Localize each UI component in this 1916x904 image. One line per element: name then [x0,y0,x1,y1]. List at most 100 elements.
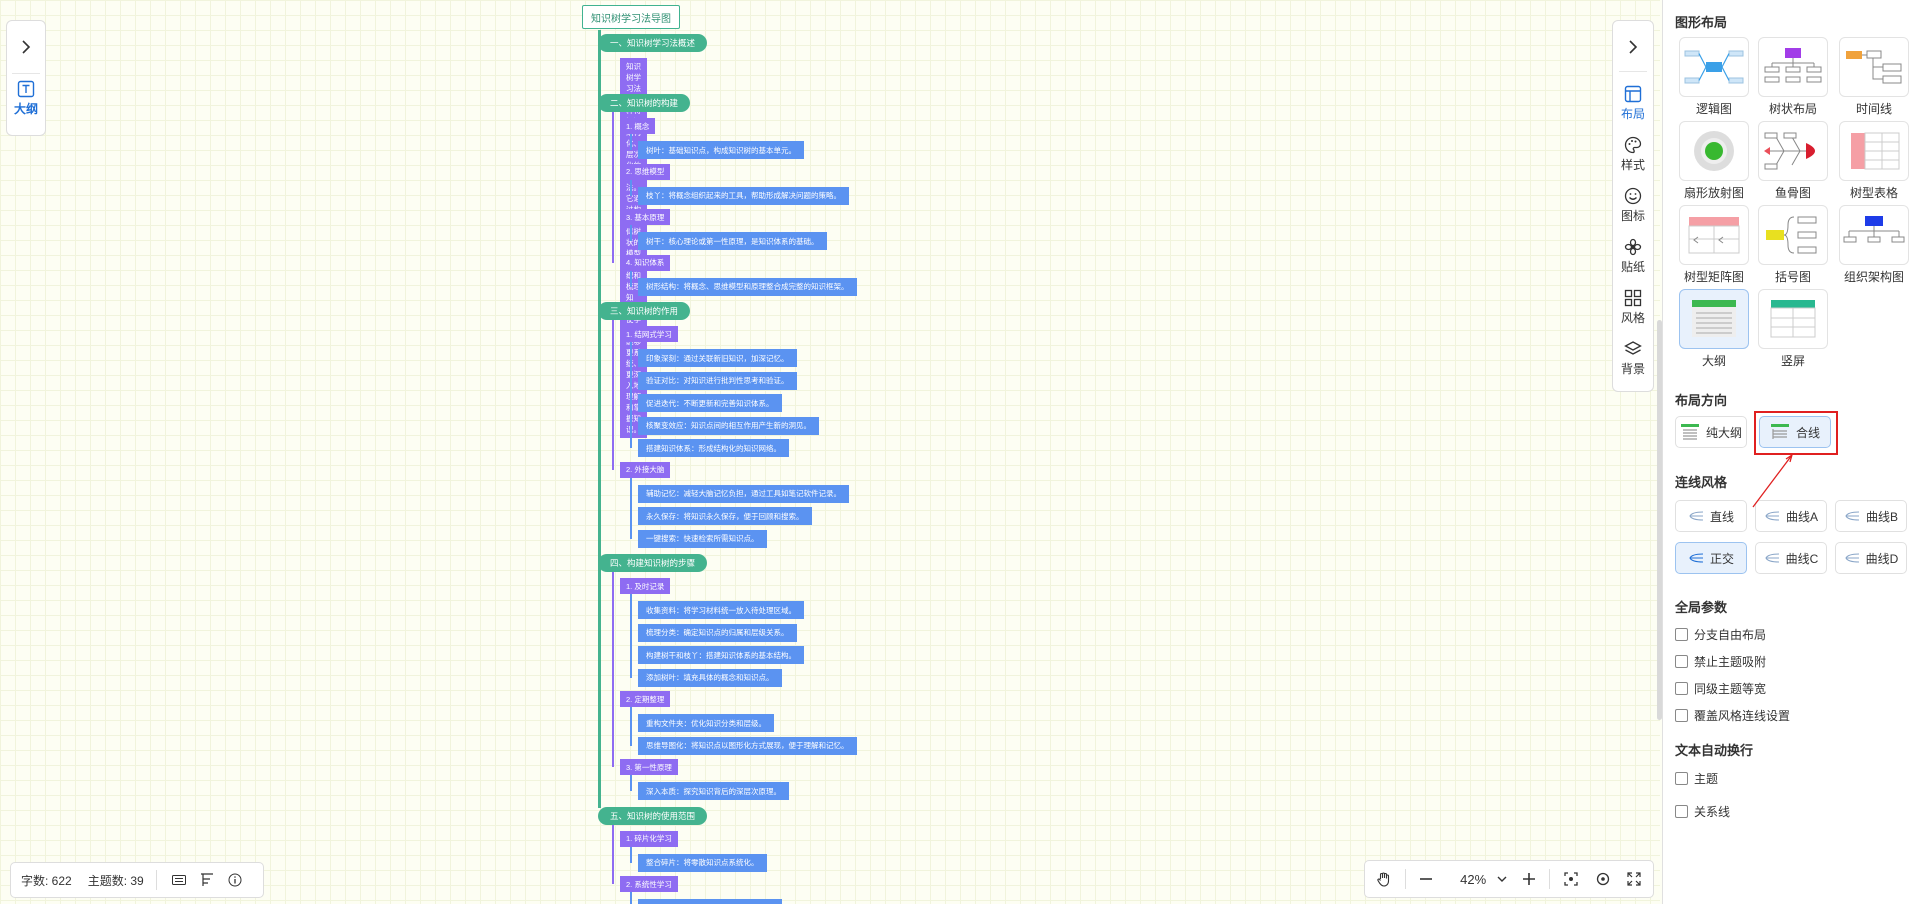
zoom-out-button[interactable] [1416,868,1438,890]
checkbox-wrap-topic[interactable]: 主题 [1675,770,1718,787]
section-topic[interactable]: 五、知识树的使用范围 [598,806,708,825]
leaf-topic[interactable]: 整合碎片：将零散知识点系统化。 [638,853,767,872]
keyboard-button[interactable] [169,870,189,890]
subtopic[interactable]: 2. 系统性学习 [620,876,678,892]
leaf-topic[interactable]: 促进迭代：不断更新和完善知识体系。 [638,394,782,412]
section-topic[interactable]: 三、知识树的作用 [598,302,691,320]
layout-option-tree-table[interactable] [1839,121,1909,181]
line-style-label: 曲线B [1865,509,1898,524]
leaf-connector [630,707,632,746]
leaf-topic[interactable]: 构建树干和枝丫：搭建知识体系的基本结构。 [638,646,804,664]
section-topic[interactable]: 二、知识树的构建 [598,94,691,112]
layout-option-vertical-screen[interactable] [1758,289,1828,349]
fit-view-button[interactable] [1560,868,1582,890]
layout-option-tree-matrix[interactable] [1679,205,1749,265]
line-style-curve-a[interactable]: 曲线A [1755,500,1827,532]
leaf-topic[interactable]: 收集资料：将学习材料统一放入待处理区域。 [638,601,804,619]
leaf-topic[interactable]: 重构文件夹：优化知识分类和层级。 [638,714,774,732]
leaf-connector [630,342,632,448]
info-button[interactable] [225,870,245,890]
layout-option-fishbone[interactable] [1758,121,1828,181]
canvas-scrollbar[interactable] [1657,320,1662,720]
subtopic[interactable]: 2. 思维模型 [620,163,671,180]
line-style-curve-d[interactable]: 曲线D [1835,542,1907,574]
subtopic[interactable]: 2. 定期整理 [620,691,671,707]
leaf-topic[interactable]: 树形结构：将概念、思维模型和原理整合成完整的知识框架。 [638,277,857,296]
line-style-orthogonal[interactable]: 正交 [1675,542,1747,574]
leaf-topic[interactable]: 梳理分类：确定知识点的归属和层级关系。 [638,623,797,642]
leaf-topic[interactable]: 思维导图化：将知识点以图形化方式展现，便于理解和记忆。 [638,736,857,755]
layout-option-timeline[interactable] [1839,37,1909,97]
subtopic[interactable]: 1. 结网式学习 [620,326,678,342]
layout-option-label: 树型矩阵图 [1683,270,1744,284]
leaf-topic[interactable]: 枝丫：将概念组织起来的工具，帮助形成解决问题的策略。 [638,186,849,205]
collapse-panel-button[interactable] [1613,29,1653,65]
line-style-curve-b[interactable]: 曲线B [1835,500,1907,532]
checkbox-box[interactable] [1675,682,1688,695]
checkbox-override-style-lines[interactable]: 覆盖风格连线设置 [1675,707,1790,724]
hand-tool-button[interactable] [1373,868,1395,890]
checkbox-box[interactable] [1675,709,1688,722]
checkbox-free-branch-layout[interactable]: 分支自由布局 [1675,626,1766,643]
leaf-topic[interactable]: 树叶：基础知识点，构成知识树的基本单元。 [638,141,804,159]
layout-option-tree-layout[interactable] [1758,37,1828,97]
layout-option-fan-radial[interactable] [1679,121,1749,181]
leaf-topic[interactable]: 辅助记忆：减轻大脑记忆负担，通过工具如笔记软件记录。 [638,484,849,503]
leaf-topic[interactable]: 印象深刻：通过关联新旧知识，加深记忆。 [638,349,797,367]
zoom-level[interactable]: 42% [1460,871,1487,887]
direction-pure-outline[interactable]: 纯大纲 [1675,416,1747,448]
expand-left-button[interactable] [6,29,46,65]
checkbox-box[interactable] [1675,655,1688,668]
line-style-label: 正交 [1709,551,1734,566]
subtopic[interactable]: 2. 外接大脑 [620,461,671,478]
checkbox-label: 主题 [1694,772,1719,786]
highlight-annotation [1754,411,1838,455]
checkbox-box[interactable] [1675,772,1688,785]
mindmap-canvas[interactable]: 知识树学习法导图 一、知识树学习法概述知识树学习法是一种将知识结构化、层次化的方… [0,0,1660,904]
toolbar-layout[interactable]: 布局 [1621,78,1645,129]
section-topic[interactable]: 四、构建知识树的步骤 [598,554,708,572]
toolbar-icon[interactable]: 图标 [1621,180,1645,231]
tree-layout-icon [1764,48,1822,83]
leaf-topic[interactable]: 一键搜索：快速检索所需知识点。 [638,529,767,548]
layout-option-outline[interactable] [1679,289,1749,349]
line-style-straight[interactable]: 直线 [1675,500,1747,532]
layout-option-logic-map[interactable] [1679,37,1749,97]
outline-button[interactable]: 大纲 [14,80,38,117]
zoom-dropdown-button[interactable] [1496,868,1508,890]
leaf-topic[interactable]: 核聚变效应：知识点间的相互作用产生新的洞见。 [638,416,819,435]
subtopic[interactable]: 4. 知识体系 [620,254,671,271]
fullscreen-button[interactable] [1624,868,1646,890]
toolbar-theme[interactable]: 风格 [1621,282,1645,333]
center-view-button[interactable] [1592,868,1614,890]
line-style-curve-c[interactable]: 曲线C [1755,542,1827,574]
leaf-topic[interactable]: 验证对比：对知识进行批判性思考和验证。 [638,371,797,390]
leaf-topic[interactable]: 树干：核心理论或第一性原理，是知识体系的基础。 [638,232,827,250]
checkbox-equal-width-topics[interactable]: 同级主题等宽 [1675,680,1766,697]
root-topic[interactable]: 知识树学习法导图 [582,5,680,29]
word-count: 字数: 622 [21,873,72,888]
leaf-topic[interactable]: 添加树叶：填充具体的概念和知识点。 [638,668,782,687]
checkbox-box[interactable] [1675,805,1688,818]
checkbox-wrap-relation-line[interactable]: 关系线 [1675,803,1730,820]
direction-merged-line[interactable]: 合线 [1759,416,1831,448]
leaf-topic[interactable]: 深入本质：探究知识背后的深层次原理。 [638,782,789,800]
checkbox-disable-topic-snap[interactable]: 禁止主题吸附 [1675,653,1766,670]
toolbar-sticker[interactable]: 贴纸 [1621,231,1645,282]
checkbox-box[interactable] [1675,628,1688,641]
toolbar-background[interactable]: 背景 [1621,333,1645,384]
subtopic[interactable]: 3. 基本原理 [620,209,671,225]
layout-option-bracket-map[interactable] [1758,205,1828,265]
leaf-topic[interactable]: 深入领域：构建完整的专业知识体系。 [638,899,782,904]
subtopic[interactable]: 1. 碎片化学习 [620,830,678,847]
toolbar-style[interactable]: 样式 [1621,129,1645,180]
leaf-topic[interactable]: 永久保存：将知识永久保存，便于回顾和搜索。 [638,507,812,525]
section-topic[interactable]: 一、知识树学习法概述 [598,34,708,52]
subtopic[interactable]: 1. 概念 [620,118,656,134]
zoom-in-button[interactable] [1518,868,1540,890]
layout-toggle-button[interactable] [197,870,217,890]
subtopic[interactable]: 3. 第一性原理 [620,759,678,775]
subtopic[interactable]: 1. 及时记录 [620,578,671,594]
layout-option-org-chart[interactable] [1839,205,1909,265]
leaf-topic[interactable]: 搭建知识体系：形成结构化的知识网络。 [638,439,789,457]
